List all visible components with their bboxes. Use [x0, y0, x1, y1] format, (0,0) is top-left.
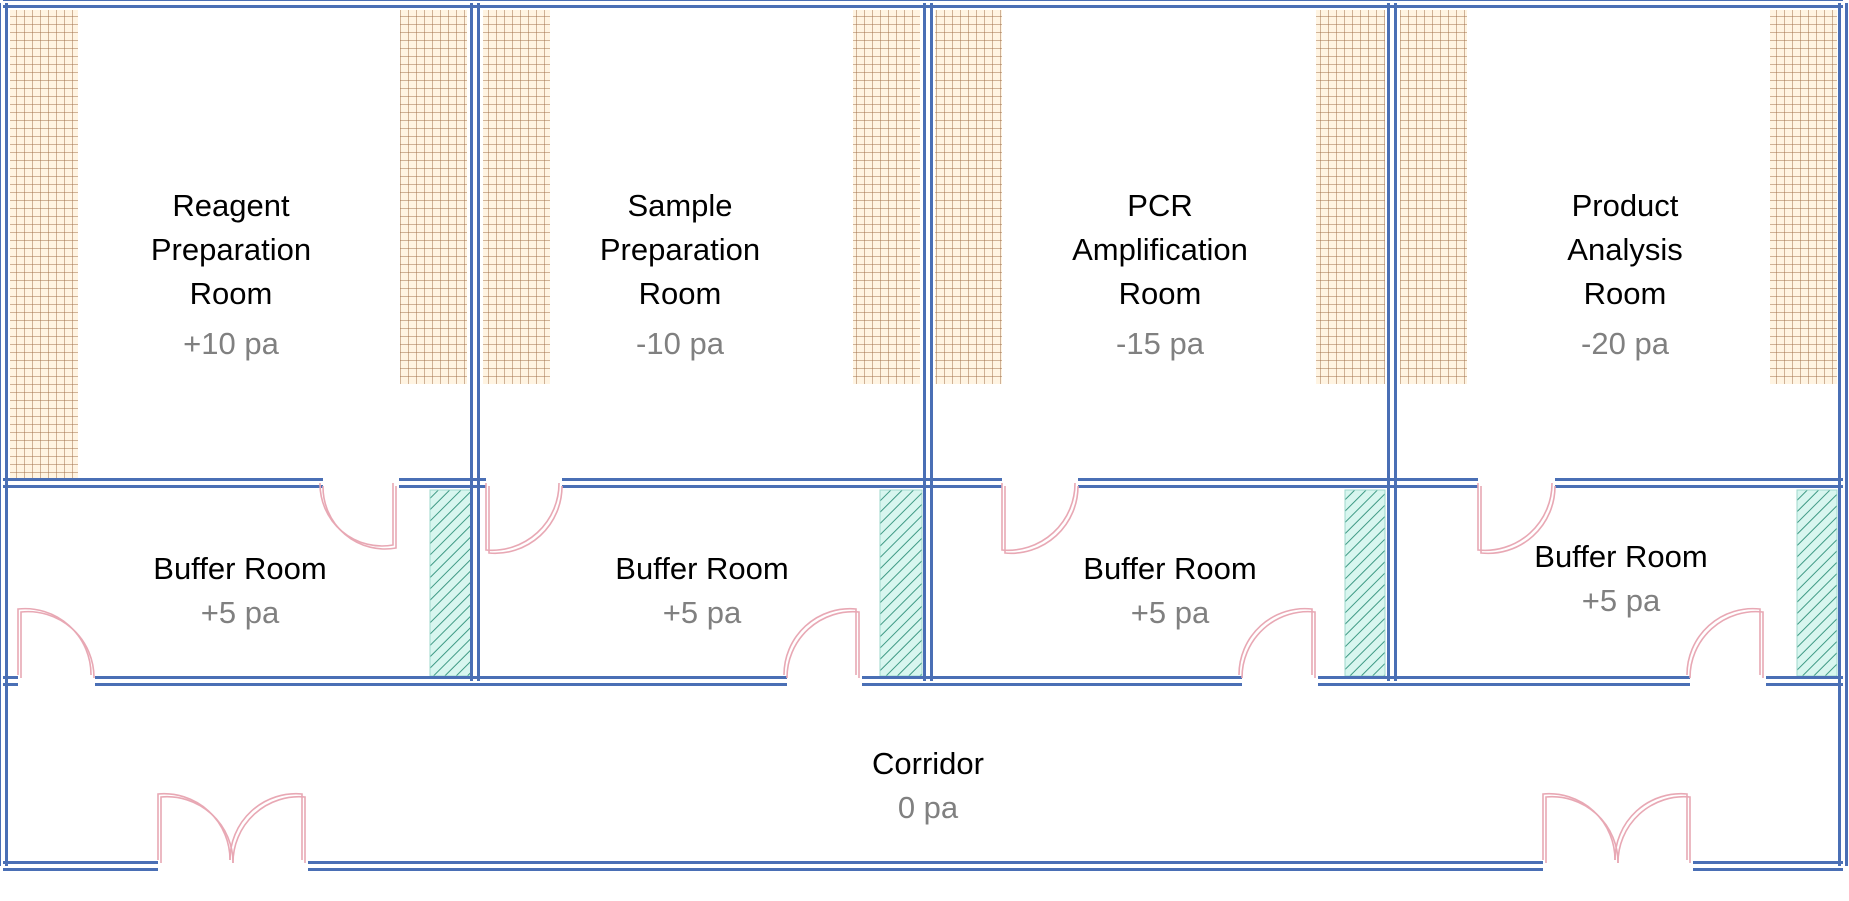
door-corridor-right-b[interactable] [1617, 795, 1691, 864]
room-name-product: Analysis [1567, 232, 1682, 267]
workbench-grid [10, 10, 78, 481]
workbench-grid [483, 10, 550, 384]
room-pressure-pcr: -15 pa [1116, 326, 1205, 361]
room-name-pcr: Room [1119, 276, 1202, 311]
buffer-room-name: Buffer Room [1534, 539, 1707, 574]
door-reagent-buffer[interactable] [322, 485, 397, 550]
room-name-reagent: Room [190, 276, 273, 311]
workbench-grid [1770, 10, 1837, 384]
corridor-pressure: 0 pa [898, 790, 959, 825]
buffer-room-pressure: +5 pa [663, 595, 742, 630]
door-pcr-buffer[interactable] [1004, 485, 1079, 555]
pass-box-hatched [1344, 489, 1386, 677]
door-pcr-buffer[interactable] [1001, 482, 1076, 552]
buffer-room-pressure: +5 pa [1582, 583, 1661, 618]
corridor-name: Corridor [872, 746, 984, 781]
buffer-room-name: Buffer Room [153, 551, 326, 586]
workbench-grid [1316, 10, 1385, 384]
pass-box-hatched [879, 489, 923, 677]
room-name-pcr: PCR [1127, 188, 1192, 223]
room-name-reagent: Preparation [151, 232, 311, 267]
buffer-room-pressure: +5 pa [201, 595, 280, 630]
room-name-pcr: Amplification [1072, 232, 1248, 267]
door-corridor-right-a[interactable] [1542, 792, 1616, 861]
door-sample-buffer[interactable] [488, 485, 563, 555]
buffer-room-name: Buffer Room [1083, 551, 1256, 586]
door-buffer2-corridor[interactable] [783, 607, 857, 676]
buffer-room-pressure: +5 pa [1131, 595, 1210, 630]
room-pressure-product: -20 pa [1581, 326, 1670, 361]
door-sample-buffer[interactable] [485, 482, 560, 552]
workbench-grid [935, 10, 1002, 384]
door-buffer3-corridor[interactable] [1238, 607, 1313, 676]
workbench-grid [853, 10, 920, 384]
room-name-sample: Room [639, 276, 722, 311]
room-name-sample: Sample [627, 188, 732, 223]
door-buffer1-corridor[interactable] [17, 607, 92, 676]
room-name-reagent: Reagent [172, 188, 290, 223]
room-name-product: Product [1572, 188, 1679, 223]
room-name-sample: Preparation [600, 232, 760, 267]
workbench-grid [400, 10, 467, 384]
door-corridor-right-b[interactable] [1614, 792, 1688, 861]
door-buffer4-corridor[interactable] [1686, 607, 1761, 676]
buffer-room-name: Buffer Room [615, 551, 788, 586]
door-corridor-left-b[interactable] [232, 795, 306, 864]
door-product-buffer[interactable] [1477, 482, 1553, 552]
room-name-product: Room [1584, 276, 1667, 311]
pass-box-hatched [429, 489, 472, 677]
door-buffer3-corridor[interactable] [1241, 610, 1316, 679]
door-buffer4-corridor[interactable] [1689, 610, 1764, 679]
door-corridor-left-b[interactable] [229, 792, 303, 861]
room-pressure-sample: -10 pa [636, 326, 725, 361]
room-pressure-reagent: +10 pa [183, 326, 279, 361]
door-reagent-buffer[interactable] [319, 482, 394, 547]
door-buffer2-corridor[interactable] [786, 610, 860, 679]
door-corridor-left-a[interactable] [157, 792, 231, 861]
pass-box-hatched [1796, 489, 1838, 677]
workbench-grid [1400, 10, 1467, 384]
door-product-buffer[interactable] [1480, 485, 1556, 555]
